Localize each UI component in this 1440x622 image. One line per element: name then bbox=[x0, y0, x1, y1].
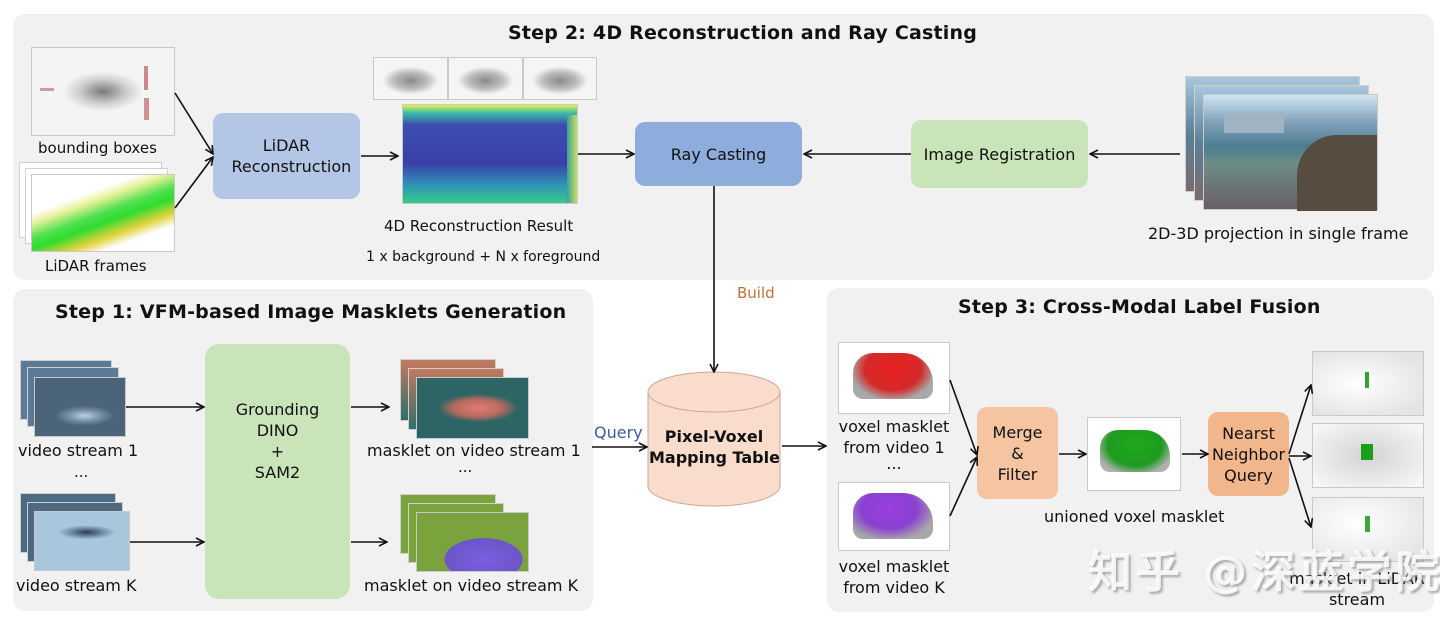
grounding-dino-sam2-box: Grounding DINO + SAM2 bbox=[205, 344, 350, 599]
video-stream-1-image bbox=[34, 377, 126, 437]
merge-filter-label: Merge & Filter bbox=[993, 422, 1043, 485]
model-line-4: SAM2 bbox=[254, 462, 301, 482]
step1-title: Step 1: VFM-based Image Masklets Generat… bbox=[55, 301, 567, 323]
video-ellipsis: ... bbox=[74, 463, 89, 481]
masklet-stream-1-image bbox=[416, 377, 529, 439]
foreground-object-2 bbox=[448, 57, 523, 100]
cylinder-body bbox=[647, 392, 781, 507]
bbox-marker bbox=[144, 66, 148, 90]
lidar-masklet-image-1 bbox=[1312, 351, 1424, 416]
voxel-car-red bbox=[853, 353, 933, 399]
lidar-masklet-label: masklet in LiDAR stream bbox=[1282, 568, 1432, 610]
lidar-masklet-line-2: stream bbox=[1328, 590, 1386, 609]
model-line-1: Grounding bbox=[235, 399, 320, 419]
reconstruction-edge bbox=[567, 115, 577, 203]
video-stream-k-image bbox=[34, 511, 130, 571]
lidar-green-spot bbox=[1365, 516, 1370, 532]
step3-title: Step 3: Cross-Modal Label Fusion bbox=[958, 296, 1321, 318]
ray-casting-box: Ray Casting bbox=[635, 122, 802, 186]
mapping-table-cylinder bbox=[647, 371, 781, 507]
projection-tree-region bbox=[1297, 135, 1377, 211]
voxel-k-line-2: from video K bbox=[843, 578, 945, 597]
lidar-green-spot bbox=[1365, 372, 1369, 388]
voxel-ellipsis: ... bbox=[886, 454, 902, 473]
lidar-green-spot bbox=[1361, 444, 1373, 460]
unioned-voxel-image bbox=[1087, 417, 1181, 491]
4d-result-sublabel: 1 x background + N x foreground bbox=[366, 249, 601, 265]
projection-building bbox=[1224, 113, 1284, 133]
merge-line-3: Filter bbox=[997, 464, 1038, 484]
lidar-masklet-image-2 bbox=[1312, 423, 1424, 488]
ray-casting-label: Ray Casting bbox=[670, 144, 767, 164]
bounding-boxes-label: bounding boxes bbox=[38, 139, 157, 157]
projection-label: 2D-3D projection in single frame bbox=[1148, 224, 1409, 243]
nn-line-1: Nearst bbox=[1222, 423, 1275, 443]
image-registration-label: Image Registration bbox=[923, 144, 1076, 164]
voxel-car-purple bbox=[853, 493, 933, 539]
voxel-masklet-1-label: voxel masklet from video 1 ... bbox=[836, 416, 952, 473]
unioned-voxel-label: unioned voxel masklet bbox=[1044, 507, 1225, 526]
voxel-masklet-k-image bbox=[838, 482, 950, 551]
build-label: Build bbox=[737, 284, 775, 302]
nn-line-3: Query bbox=[1224, 465, 1273, 485]
model-line-3: + bbox=[270, 441, 285, 461]
model-line-2: DINO bbox=[256, 420, 299, 440]
nearest-neighbor-query-box: Nearst Neighbor Query bbox=[1208, 412, 1289, 496]
lidar-masklet-line-1: masklet in LiDAR bbox=[1289, 569, 1425, 588]
nn-label: Nearst Neighbor Query bbox=[1212, 423, 1285, 486]
foreground-object-3 bbox=[523, 57, 597, 100]
lidar-frames-label: LiDAR frames bbox=[45, 257, 147, 275]
voxel-masklet-1-image bbox=[838, 342, 950, 414]
4d-reconstruction-image bbox=[402, 104, 578, 204]
watermark: 知乎 @深蓝学院 bbox=[1088, 547, 1440, 598]
4d-result-label: 4D Reconstruction Result bbox=[384, 217, 574, 235]
masklet-stream-1-label: masklet on video stream 1 bbox=[367, 441, 581, 460]
step2-title: Step 2: 4D Reconstruction and Ray Castin… bbox=[508, 22, 978, 44]
voxel-1-line-1: voxel masklet bbox=[838, 417, 950, 436]
model-label: Grounding DINO + SAM2 bbox=[236, 399, 320, 483]
merge-filter-box: Merge & Filter bbox=[977, 407, 1058, 499]
voxel-car-green bbox=[1100, 430, 1170, 472]
lidar-reconstruction-box: LiDAR Reconstruction bbox=[213, 113, 360, 199]
projection-image bbox=[1203, 94, 1378, 211]
mapping-table-label: Pixel-Voxel Mapping Table bbox=[649, 426, 780, 468]
image-registration-box: Image Registration bbox=[911, 120, 1088, 188]
cylinder-top bbox=[647, 371, 781, 413]
merge-line-1: Merge bbox=[992, 422, 1043, 442]
merge-line-2: & bbox=[1011, 443, 1024, 463]
voxel-masklet-k-label: voxel masklet from video K bbox=[836, 556, 952, 598]
voxel-1-line-2: from video 1 bbox=[843, 438, 945, 457]
voxel-k-line-1: voxel masklet bbox=[838, 557, 950, 576]
lidar-frames-image bbox=[31, 174, 175, 252]
video-stream-k-label: video stream K bbox=[16, 576, 137, 595]
mapping-table-line-1: Pixel-Voxel bbox=[664, 427, 764, 446]
nn-line-2: Neighbor bbox=[1211, 444, 1286, 464]
lidar-masklet-image-3 bbox=[1312, 497, 1424, 562]
bounding-boxes-image bbox=[31, 47, 175, 136]
bbox-marker bbox=[40, 88, 54, 91]
foreground-object-1 bbox=[373, 57, 448, 100]
video-stream-1-label: video stream 1 bbox=[18, 441, 139, 460]
query-label: Query bbox=[594, 423, 643, 442]
mapping-table-line-2: Mapping Table bbox=[649, 448, 780, 467]
masklet-stream-k-label: masklet on video stream K bbox=[364, 576, 579, 595]
bbox-marker bbox=[144, 98, 149, 120]
masklet-stream-k-image bbox=[416, 512, 529, 572]
masklet-ellipsis: ... bbox=[458, 458, 473, 476]
lidar-reconstruction-label: LiDAR Reconstruction bbox=[231, 136, 352, 176]
